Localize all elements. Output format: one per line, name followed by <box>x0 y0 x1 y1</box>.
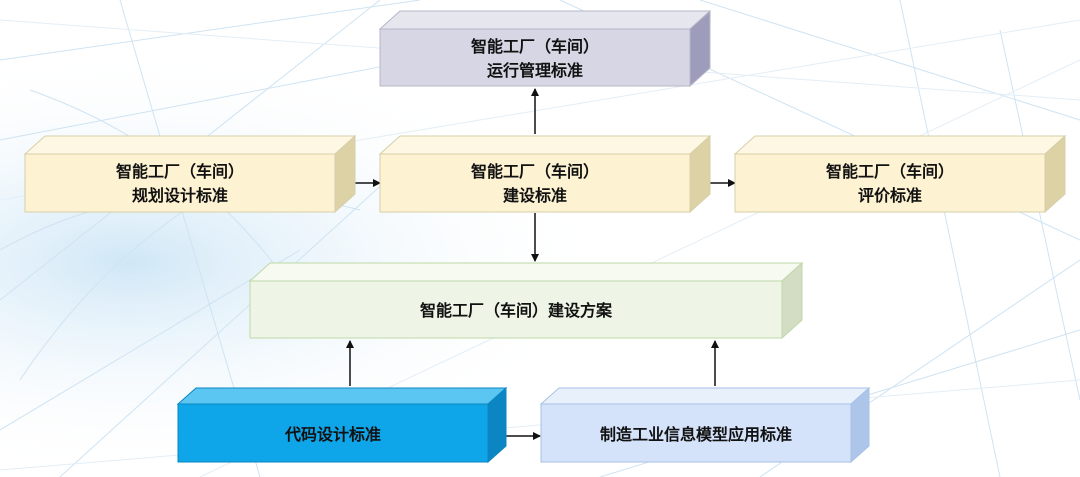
evaluation-standard-line1: 智能工厂（车间） <box>826 162 954 181</box>
operation-standard-box: 智能工厂（车间） 运行管理标准 <box>378 9 712 88</box>
construction-standard-line1: 智能工厂（车间） <box>471 162 599 181</box>
industrial-info-model-standard-box: 制造工业信息模型应用标准 <box>539 386 871 464</box>
construction-standard-box: 智能工厂（车间） 建设标准 <box>378 134 712 214</box>
evaluation-standard-box: 智能工厂（车间） 评价标准 <box>733 134 1067 214</box>
industrial-info-model-standard-label: 制造工业信息模型应用标准 <box>600 425 792 444</box>
operation-standard-line1: 智能工厂（车间） <box>471 37 599 56</box>
planning-standard-box: 智能工厂（车间） 规划设计标准 <box>23 134 357 214</box>
construction-standard-line2: 建设标准 <box>503 186 567 205</box>
planning-standard-line1: 智能工厂（车间） <box>116 162 244 181</box>
planning-standard-line2: 规划设计标准 <box>132 186 228 205</box>
construction-plan-box: 智能工厂（车间）建设方案 <box>248 261 804 340</box>
construction-plan-label: 智能工厂（车间）建设方案 <box>420 301 613 320</box>
code-standard-label: 代码设计标准 <box>284 425 381 444</box>
operation-standard-line2: 运行管理标准 <box>487 61 583 80</box>
evaluation-standard-line2: 评价标准 <box>858 186 922 205</box>
code-standard-box: 代码设计标准 <box>176 386 508 464</box>
